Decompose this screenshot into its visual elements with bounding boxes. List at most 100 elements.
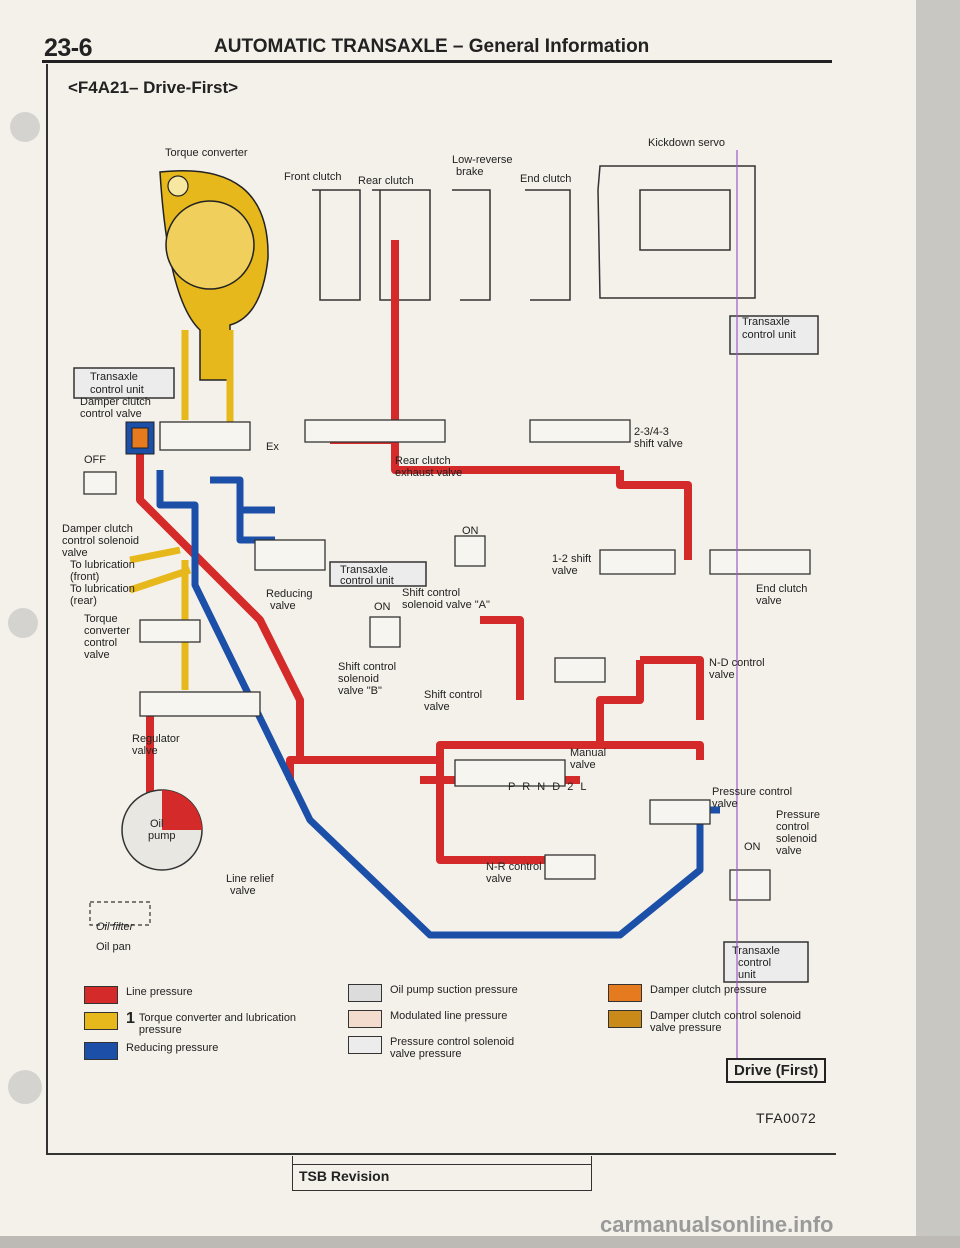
legend-label-line-1: Pressure control solenoid [390, 1036, 515, 1048]
left-rule [46, 64, 48, 1154]
tsb-revision-box: TSB Revision [292, 1156, 592, 1191]
label-pcs-3: solenoid [776, 833, 817, 845]
label-reducing-valve-2: valve [270, 600, 296, 612]
binder-hole [8, 1070, 42, 1104]
legend-label-line-2: valve pressure [650, 1022, 722, 1034]
label-end-clutch: End clutch [520, 173, 571, 185]
label-nr-control-1: N-R control [486, 861, 542, 873]
legend-modulated-line: Modulated line pressure [348, 1010, 507, 1028]
legend-swatch [84, 1042, 118, 1060]
label-prnd: P R N D 2 L [508, 781, 589, 793]
label-oil-pan: Oil pan [96, 941, 131, 953]
label-tc-valve-4: valve [84, 649, 110, 661]
label-lub-front-2: (front) [70, 571, 99, 583]
page-bottom-strip [0, 1236, 960, 1248]
label-end-clutch-valve-2: valve [756, 595, 782, 607]
label-torque-converter: Torque converter [165, 147, 248, 159]
label-oil-pump-1: Oil [150, 818, 163, 830]
legend-damper-clutch: Damper clutch pressure [608, 984, 767, 1002]
bottom-rule [46, 1153, 836, 1155]
label-low-reverse-brake-1: Low-reverse [452, 154, 513, 166]
label-tcu-br-2: control [738, 957, 771, 969]
label-off: OFF [84, 454, 106, 466]
legend-label-line-1: Torque converter and lubrication [138, 1012, 297, 1024]
label-shift-12-1: 1-2 shift [552, 553, 591, 565]
legend-label-line-2: pressure [138, 1024, 182, 1036]
label-pressure-control-1: Pressure control [712, 786, 792, 798]
label-on-a: ON [374, 601, 391, 613]
label-damper-clutch-valve-1: Damper clutch [80, 396, 151, 408]
label-solenoid-a-1: Shift control [402, 587, 460, 599]
label-shift-234-1: 2-3/4-3 [634, 426, 669, 438]
page-number: 23-6 [44, 34, 93, 62]
label-end-clutch-valve-1: End clutch [756, 583, 807, 595]
label-tcu-br-1: Transaxle [732, 945, 780, 957]
tsb-inner-line [293, 1164, 591, 1165]
label-lub-rear-2: (rear) [70, 595, 97, 607]
torque-converter [159, 170, 269, 381]
legend-line-pressure: Line pressure [84, 986, 193, 1004]
page-title: AUTOMATIC TRANSAXLE – General Informatio… [214, 36, 650, 57]
label-regulator-valve-2: valve [132, 745, 158, 757]
label-front-clutch: Front clutch [284, 171, 341, 183]
page-edge-strip [916, 0, 960, 1248]
label-tcu-right-2: control unit [742, 329, 796, 341]
binder-hole [10, 112, 40, 142]
label-rear-clutch: Rear clutch [358, 175, 414, 187]
legend-oil-pump-suction: Oil pump suction pressure [348, 984, 518, 1002]
legend-number: 1 [126, 1010, 135, 1027]
label-tcu-br-3: unit [738, 969, 756, 981]
label-shift-control-valve-1: Shift control [424, 689, 482, 701]
label-regulator-valve-1: Regulator [132, 733, 180, 745]
label-oil-pump-2: pump [148, 830, 176, 842]
label-nd-control-2: valve [709, 669, 735, 681]
legend-label-line-2: valve pressure [390, 1048, 462, 1060]
figure-code: TFA0072 [756, 1110, 817, 1126]
label-tc-valve-2: converter [84, 625, 130, 637]
diagram-subtitle: <F4A21– Drive-First> [68, 78, 239, 97]
label-tcu-mid-2: control unit [340, 575, 394, 587]
label-shift-234-2: shift valve [634, 438, 683, 450]
label-tc-valve-3: control [84, 637, 117, 649]
label-shift-12-2: valve [552, 565, 578, 577]
legend-swatch [84, 986, 118, 1004]
label-solenoid-a-2: solenoid valve "A" [402, 599, 490, 611]
label-tcu-left-2: control unit [90, 384, 144, 396]
label-solenoid-b-2: solenoid [338, 673, 379, 685]
label-pcs-2: control [776, 821, 809, 833]
label-tcu-mid-1: Transaxle [340, 564, 388, 576]
legend-swatch [348, 1010, 382, 1028]
label-nr-control-2: valve [486, 873, 512, 885]
label-damper-clutch-valve-2: control valve [80, 408, 142, 420]
label-line-relief-1: Line relief [226, 873, 275, 885]
label-nd-control-1: N-D control [709, 657, 765, 669]
label-reducing-valve-1: Reducing [266, 588, 312, 600]
label-rear-clutch-exhaust-2: exhaust valve [395, 467, 462, 479]
legend-swatch [348, 1036, 382, 1054]
label-lub-rear-1: To lubrication [70, 583, 135, 595]
label-low-reverse-brake-2: brake [456, 166, 484, 178]
label-manual-valve-1: Manual [570, 747, 606, 759]
legend-reducing: Reducing pressure [84, 1042, 218, 1060]
label-oil-filter: Oil filter [96, 921, 135, 933]
watermark: carmanualsonline.info [600, 1212, 834, 1237]
label-pressure-control-2: valve [712, 798, 738, 810]
label-line-relief-2: valve [230, 885, 256, 897]
label-manual-valve-2: valve [570, 759, 596, 771]
oil-pump [121, 789, 203, 871]
legend-label: Modulated line pressure [390, 1010, 508, 1022]
label-tc-valve-1: Torque [84, 613, 118, 625]
label-solenoid-b-1: Shift control [338, 661, 396, 673]
tsb-revision-label: TSB Revision [299, 1168, 390, 1184]
label-pcs-1: Pressure [776, 809, 820, 821]
label-damper-solenoid-2: control solenoid [62, 535, 139, 547]
label-lub-front-1: To lubrication [70, 559, 135, 571]
control-unit-boxes [73, 315, 819, 983]
